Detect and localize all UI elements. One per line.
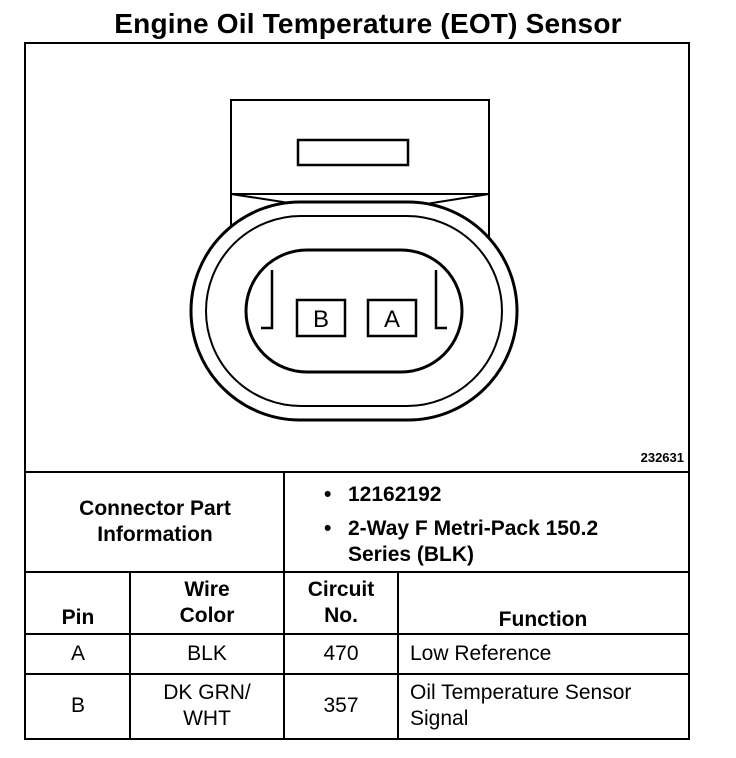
part-number: 12162192 (348, 483, 442, 506)
figure-number: 232631 (640, 450, 684, 465)
row-b-pin: B (70, 694, 85, 717)
header-circuit-no: Circuit No. (307, 578, 375, 627)
pin-b-label: B (313, 306, 329, 333)
part-info-label: Connector Part Information (79, 497, 231, 546)
bullet-icon: • (324, 483, 332, 506)
header-pin: Pin (61, 606, 95, 629)
part-description: 2-Way F Metri-Pack 150.2 Series (BLK) (348, 517, 599, 566)
connector-face (244, 248, 464, 374)
row-a-pin: A (70, 642, 85, 665)
row-a-wire-color: BLK (187, 642, 227, 665)
row-a-function: Low Reference (410, 642, 552, 665)
pin-b-cavity (295, 298, 347, 338)
row-a-circuit: 470 (323, 642, 359, 665)
header-function: Function (498, 608, 588, 631)
connector-latch (296, 138, 410, 167)
pin-a-cavity (366, 298, 418, 338)
connector-drawing: B A (26, 99, 688, 738)
page-title: Engine Oil Temperature (EOT) Sensor (114, 8, 622, 39)
bullet-icon: • (324, 517, 332, 540)
diagram-frame: B A 232631 Connector Part Information • … (24, 42, 690, 740)
row-b-wire-color: DK GRN/ WHT (163, 681, 251, 730)
row-b-function: Oil Temperature Sensor Signal (410, 681, 632, 730)
pin-a-label: A (384, 306, 400, 333)
header-wire-color: Wire Color (179, 578, 235, 627)
row-b-circuit: 357 (323, 694, 359, 717)
